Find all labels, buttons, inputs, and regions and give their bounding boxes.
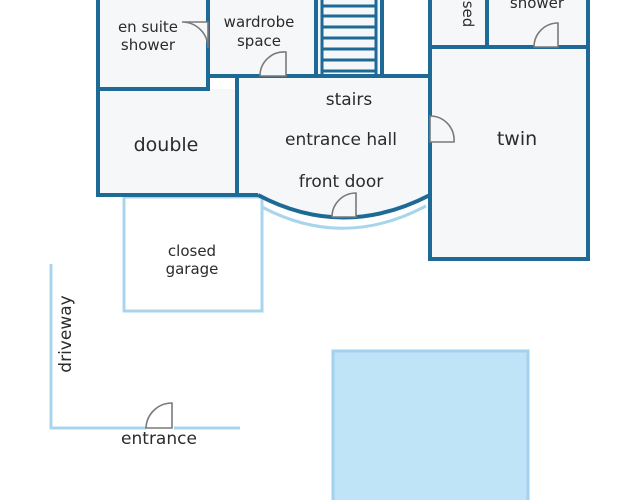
entrance-label: entrance bbox=[121, 429, 197, 449]
entrance-hall-label: entrance hall bbox=[285, 130, 397, 150]
doors bbox=[145, 21, 559, 429]
double-bedroom-floor bbox=[98, 89, 237, 195]
closed-room-wall bbox=[428, 0, 489, 49]
double-label: double bbox=[134, 134, 199, 156]
garage-label-line2: garage bbox=[166, 260, 219, 278]
driveway-boundary bbox=[49, 264, 146, 430]
twin-door bbox=[429, 115, 455, 143]
closed-garage-outline bbox=[122, 195, 264, 313]
wardrobe-door bbox=[259, 51, 287, 77]
room-floors bbox=[98, 0, 588, 259]
driveway-label: driveway bbox=[56, 295, 76, 372]
stairs-label: stairs bbox=[326, 90, 373, 110]
closed-room-label: sed bbox=[459, 1, 477, 28]
front-door-label: front door bbox=[299, 172, 383, 192]
front-door-swing bbox=[331, 192, 357, 218]
walls bbox=[96, 0, 590, 261]
twin-bedroom-floor bbox=[430, 50, 588, 259]
ensuite-label-line2: shower bbox=[121, 36, 176, 54]
twin-wall bbox=[428, 47, 590, 261]
ensuite-shower-floor bbox=[98, 0, 208, 89]
double-wall bbox=[96, 76, 239, 197]
wardrobe-space-floor bbox=[208, 0, 316, 76]
stairs-treads bbox=[320, 0, 378, 76]
closed-room-floor bbox=[430, 0, 487, 47]
entrance-gate bbox=[145, 402, 173, 429]
ensuite-label-line1: en suite bbox=[118, 18, 178, 36]
wardrobe-label-line2: space bbox=[237, 32, 281, 50]
pool-area bbox=[331, 349, 530, 500]
twin-label: twin bbox=[497, 128, 537, 150]
front-bay-outer-curve bbox=[261, 204, 427, 230]
shower-room-label: shower bbox=[510, 0, 565, 12]
shower-door bbox=[533, 22, 559, 48]
wardrobe-label-line1: wardrobe bbox=[224, 13, 295, 31]
ensuite-door bbox=[181, 21, 209, 49]
garage-label-line1: closed bbox=[168, 242, 216, 260]
entrance-hall-floor bbox=[237, 76, 430, 218]
